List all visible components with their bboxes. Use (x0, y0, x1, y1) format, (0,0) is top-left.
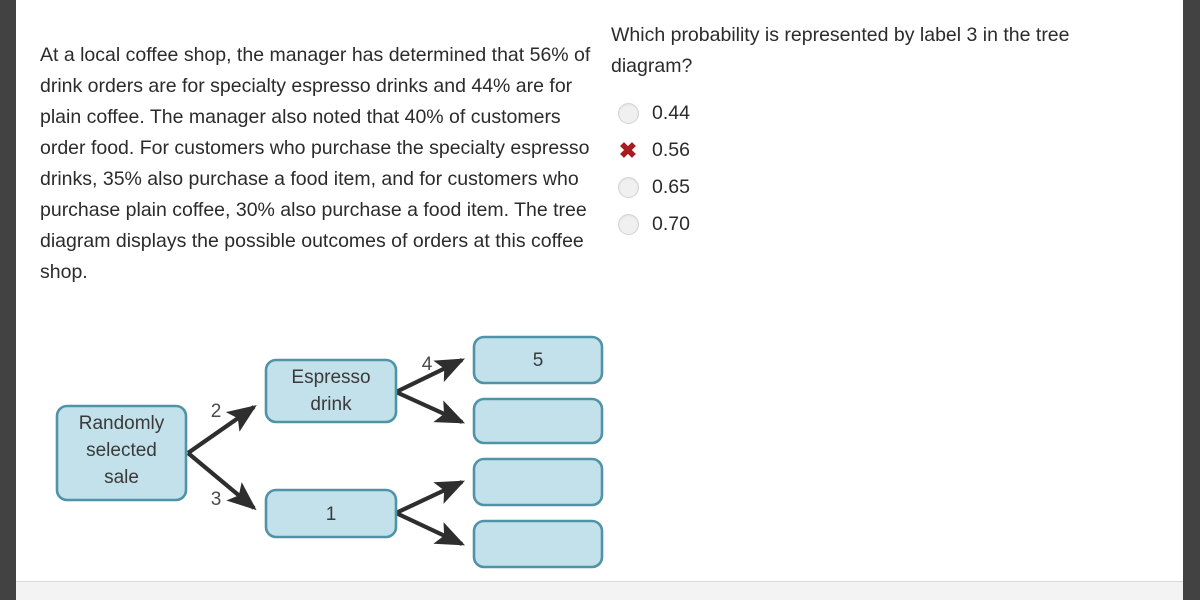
answer-choice-label-0: 0.44 (652, 102, 690, 124)
tree-leaf-2 (472, 397, 604, 445)
incorrect-x-icon: ✖ (618, 137, 638, 163)
choice-marker-2[interactable] (611, 169, 645, 206)
tree-node-plain-coffee: 1 (264, 488, 398, 539)
tree-leaf-4 (472, 519, 604, 569)
tree-node-plain-coffee-label: 1 (326, 504, 337, 525)
answer-choice-1[interactable]: ✖ 0.56 (611, 132, 1156, 169)
tree-node-root-line-1: Randomly (79, 413, 165, 434)
answer-choice-label-1: 0.56 (652, 139, 690, 161)
content-area: At a local coffee shop, the manager has … (16, 0, 1183, 600)
answer-choice-0[interactable]: 0.44 (611, 95, 1156, 132)
choice-marker-0[interactable] (611, 95, 645, 132)
branch-label-espresso-upper: 4 (422, 354, 433, 375)
tree-node-espresso-line-2: drink (310, 394, 352, 415)
tree-node-espresso-line-1: Espresso (291, 367, 370, 388)
page-left-edge-band (0, 0, 16, 600)
radio-button-icon[interactable] (617, 177, 639, 198)
answer-choice-list: 0.44 ✖ 0.56 0.65 (611, 95, 1156, 243)
footer-divider (16, 581, 1183, 582)
tree-leaf-4-box (472, 519, 604, 569)
radio-button-icon[interactable] (617, 214, 639, 235)
branch-line-root-to-plain-coffee (186, 451, 257, 511)
branch-label-root-upper: 2 (211, 401, 222, 422)
choice-marker-3[interactable] (611, 206, 645, 243)
tree-diagram-svg: Randomly selected sale Espresso drink 1 (55, 335, 604, 569)
answer-choice-label-3: 0.70 (652, 213, 690, 235)
tree-diagram: Randomly selected sale Espresso drink 1 (32, 325, 632, 580)
branch-line-espresso-to-leaf-1 (395, 358, 466, 394)
tree-node-root-line-2: selected (86, 440, 157, 461)
tree-leaf-1-box (472, 335, 604, 385)
page-right-edge-band (1183, 0, 1200, 600)
branch-line-espresso-to-leaf-2 (395, 390, 466, 424)
tree-leaf-2-box (472, 397, 604, 445)
tree-node-root-box (55, 404, 188, 502)
tree-leaf-1: 5 (472, 335, 604, 385)
answer-choice-2[interactable]: 0.65 (611, 169, 1156, 206)
radio-button-icon[interactable] (617, 103, 639, 124)
branch-line-root-to-espresso (186, 405, 257, 455)
tree-node-root-line-3: sale (104, 467, 139, 488)
tree-leaf-3 (472, 457, 604, 507)
problem-stem-text: At a local coffee shop, the manager has … (40, 43, 591, 283)
tree-node-espresso-box (264, 358, 398, 424)
branch-line-plain-to-leaf-4 (395, 511, 466, 546)
answer-choice-label-2: 0.65 (652, 176, 690, 198)
answer-choice-3[interactable]: 0.70 (611, 206, 1156, 243)
tree-node-plain-coffee-box (264, 488, 398, 539)
tree-leaf-3-box (472, 457, 604, 507)
tree-node-espresso: Espresso drink (264, 358, 398, 424)
tree-leaf-1-label: 5 (533, 350, 544, 371)
footer-strip (16, 582, 1183, 600)
branch-label-root-lower: 3 (211, 489, 222, 510)
branch-line-plain-to-leaf-3 (395, 480, 466, 515)
question-panel: Which probability is represented by labe… (611, 20, 1156, 243)
tree-node-root: Randomly selected sale (55, 404, 188, 502)
question-text: Which probability is represented by labe… (611, 24, 1070, 77)
choice-marker-1[interactable]: ✖ (611, 132, 645, 169)
